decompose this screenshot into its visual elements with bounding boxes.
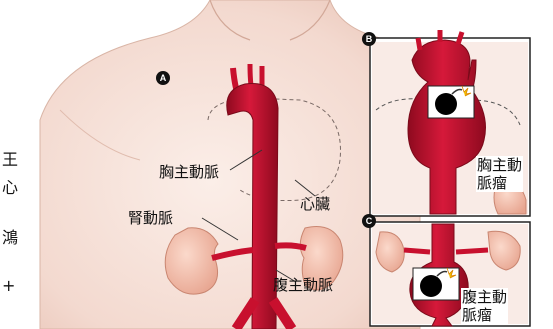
edge-char-4: + bbox=[2, 278, 15, 294]
left-kidney bbox=[165, 228, 218, 294]
label-abdominal-aneurysm-line2: 脈瘤 bbox=[462, 306, 507, 324]
marker-a: A bbox=[156, 71, 170, 85]
bomb-icon bbox=[428, 86, 474, 118]
bomb-icon bbox=[413, 268, 459, 300]
marker-b: B bbox=[362, 32, 376, 46]
label-abdominal-aneurysm-line1: 腹主動 bbox=[462, 288, 507, 306]
label-thoracic-aneurysm-line2: 脈瘤 bbox=[477, 174, 522, 192]
label-renal-artery: 腎動脈 bbox=[128, 209, 173, 227]
label-abdominal-aneurysm: 腹主動 脈瘤 bbox=[461, 288, 508, 324]
edge-char-1: 王 bbox=[2, 152, 18, 168]
edge-char-3: 鴻 bbox=[2, 230, 18, 246]
edge-char-2: 心 bbox=[2, 180, 18, 196]
label-abdominal-aorta: 腹主動脈 bbox=[273, 276, 333, 294]
label-thoracic-aorta: 胸主動脈 bbox=[159, 163, 219, 181]
marker-c: C bbox=[362, 214, 376, 228]
label-thoracic-aneurysm: 胸主動 脈瘤 bbox=[476, 156, 523, 192]
label-thoracic-aneurysm-line1: 胸主動 bbox=[477, 156, 522, 174]
label-heart: 心臟 bbox=[300, 195, 330, 213]
torso bbox=[40, 0, 420, 329]
